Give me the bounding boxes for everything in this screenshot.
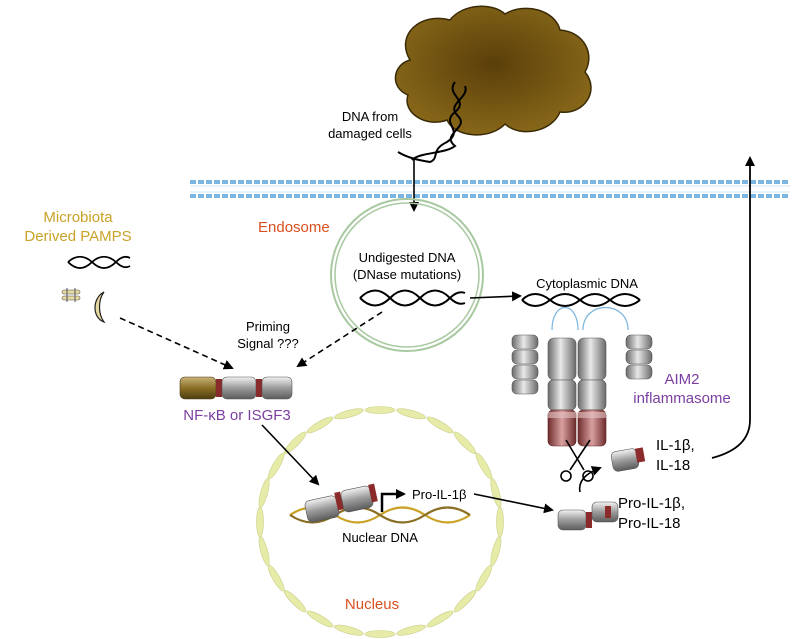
- aim2-label-1: AIM2: [664, 371, 699, 388]
- nuclear-envelope-segment: [364, 630, 396, 638]
- bound-nfkb: [304, 483, 378, 523]
- nuclear-envelope-segment: [364, 406, 396, 414]
- damaged-cell: [394, 5, 592, 136]
- nuclear-envelope-segment: [426, 610, 454, 628]
- nuclear-envelope-segment: [426, 416, 454, 434]
- pro-il1b-label: Pro-IL-1β: [412, 487, 466, 502]
- nuclear-envelope-segment: [283, 431, 307, 454]
- il18-label: IL-18: [656, 457, 690, 474]
- nuclear-envelope-segment: [258, 536, 270, 566]
- pro-il1b-complex: [557, 501, 619, 531]
- nuclear-envelope-segment: [306, 610, 334, 628]
- nuclear-envelope-segment: [396, 624, 426, 636]
- priming-label-1: Priming: [246, 319, 290, 334]
- dna-from-label-1: DNA from: [342, 109, 398, 124]
- nfkb-label: NF-κB or ISGF3: [183, 407, 291, 424]
- nuclear-envelope-segment: [283, 590, 307, 613]
- nuclear-envelope-segment: [475, 452, 493, 480]
- pamp-icon: [61, 288, 81, 302]
- endosome-to-nfkb-arrow: [296, 311, 383, 368]
- secretion-arrow: [711, 156, 755, 459]
- undigested-label-2: (DNase mutations): [353, 267, 461, 282]
- cleavage-arrow: [578, 466, 602, 493]
- pro-il1b-label-2: Pro-IL-1β,: [618, 495, 685, 512]
- mature-il1b: [610, 447, 646, 472]
- aim2-label-2: inflammasome: [633, 390, 731, 407]
- nuclear-envelope-segment: [475, 564, 493, 592]
- endosome-dna: [359, 289, 466, 307]
- microbial-dna: [67, 255, 131, 269]
- transcription-start-arrow: [380, 489, 406, 512]
- nuclear-envelope-segment: [453, 590, 477, 613]
- nuclear-envelope-segment: [256, 506, 264, 538]
- nfkb-to-nucleus-arrow: [261, 424, 320, 486]
- nucleus-to-cytoplasm-arrow: [473, 493, 554, 514]
- undigested-label-1: Undigested DNA: [359, 250, 456, 265]
- nuclear-envelope-segment: [496, 506, 504, 538]
- pro-il18-label: Pro-IL-18: [618, 515, 681, 532]
- endosome-to-cytoplasm-arrow: [469, 291, 522, 302]
- nfkb-complex: [179, 376, 293, 400]
- crescent-icon: [94, 291, 106, 324]
- nuclear-envelope-segment: [334, 624, 364, 636]
- damaged-dna-strand: [397, 81, 467, 164]
- nuclear-envelope-segment: [334, 408, 364, 420]
- nuclear-envelope-segment: [490, 478, 502, 508]
- cytoplasmic-dna-label: Cytoplasmic DNA: [536, 276, 638, 291]
- nuclear-dna-label: Nuclear DNA: [342, 530, 418, 545]
- nuclear-envelope: [256, 406, 504, 638]
- microbiota-label-1: Microbiota: [43, 209, 113, 226]
- cytoplasmic-dna: [521, 293, 641, 307]
- nuclear-envelope-segment: [258, 478, 270, 508]
- priming-label-2: Signal ???: [237, 336, 298, 351]
- plasma-membrane: [190, 180, 790, 198]
- nuclear-envelope-segment: [267, 452, 285, 480]
- aim2-inflammasome: [511, 306, 653, 447]
- nuclear-envelope-segment: [306, 416, 334, 434]
- nuclear-envelope-segment: [396, 408, 426, 420]
- nuclear-envelope-segment: [453, 431, 477, 454]
- microbiota-label-2: Derived PAMPS: [24, 228, 131, 245]
- nuclear-envelope-segment: [267, 564, 285, 592]
- endosome: [330, 198, 484, 352]
- scissors-icon: [560, 439, 594, 482]
- dna-from-label-2: damaged cells: [328, 126, 412, 141]
- nuclear-envelope-segment: [490, 536, 502, 566]
- pamps-to-nfkb-arrow: [119, 317, 234, 370]
- il1b-label: IL-1β,: [656, 437, 695, 454]
- nucleus-label: Nucleus: [345, 596, 399, 613]
- endosome-label: Endosome: [258, 219, 330, 236]
